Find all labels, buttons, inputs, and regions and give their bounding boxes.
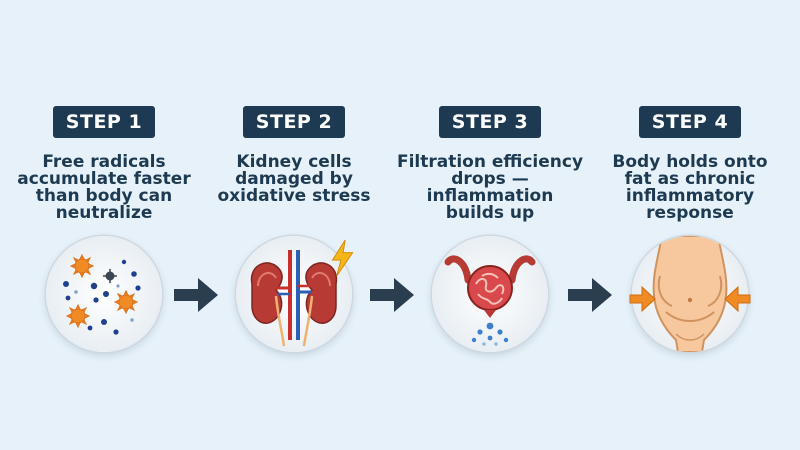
- step-2: STEP 2 Kidney cells damaged by oxidative…: [204, 106, 384, 205]
- lightning-icon: [331, 240, 354, 276]
- step-description: Kidney cells damaged by oxidative stress: [217, 152, 371, 206]
- step-badge: STEP 3: [438, 106, 542, 138]
- arrow-right-icon: [370, 278, 414, 312]
- step-description: Filtration efficiency drops — inflammati…: [396, 152, 584, 223]
- step-description: Free radicals accumulate faster than bod…: [17, 152, 191, 223]
- kidneys-icon: [236, 236, 352, 352]
- belly-fat-icon: [632, 236, 748, 352]
- arrow-inward-right-icon: [724, 286, 751, 312]
- arrow-right-icon: [568, 278, 612, 312]
- arrow-right-icon: [174, 278, 218, 312]
- step-description: Body holds onto fat as chronic inflammat…: [612, 152, 768, 223]
- step-3: STEP 3 Filtration efficiency drops — inf…: [397, 106, 583, 222]
- step-4: STEP 4 Body holds onto fat as chronic in…: [600, 106, 780, 222]
- step-badge: STEP 2: [242, 106, 346, 138]
- arrow-inward-left-icon: [629, 286, 656, 312]
- step-badge: STEP 4: [638, 106, 742, 138]
- step-badge: STEP 1: [52, 106, 156, 138]
- step-1: STEP 1 Free radicals accumulate faster t…: [14, 106, 194, 222]
- free-radicals-icon: [46, 236, 162, 352]
- filtration-icon: [432, 236, 548, 352]
